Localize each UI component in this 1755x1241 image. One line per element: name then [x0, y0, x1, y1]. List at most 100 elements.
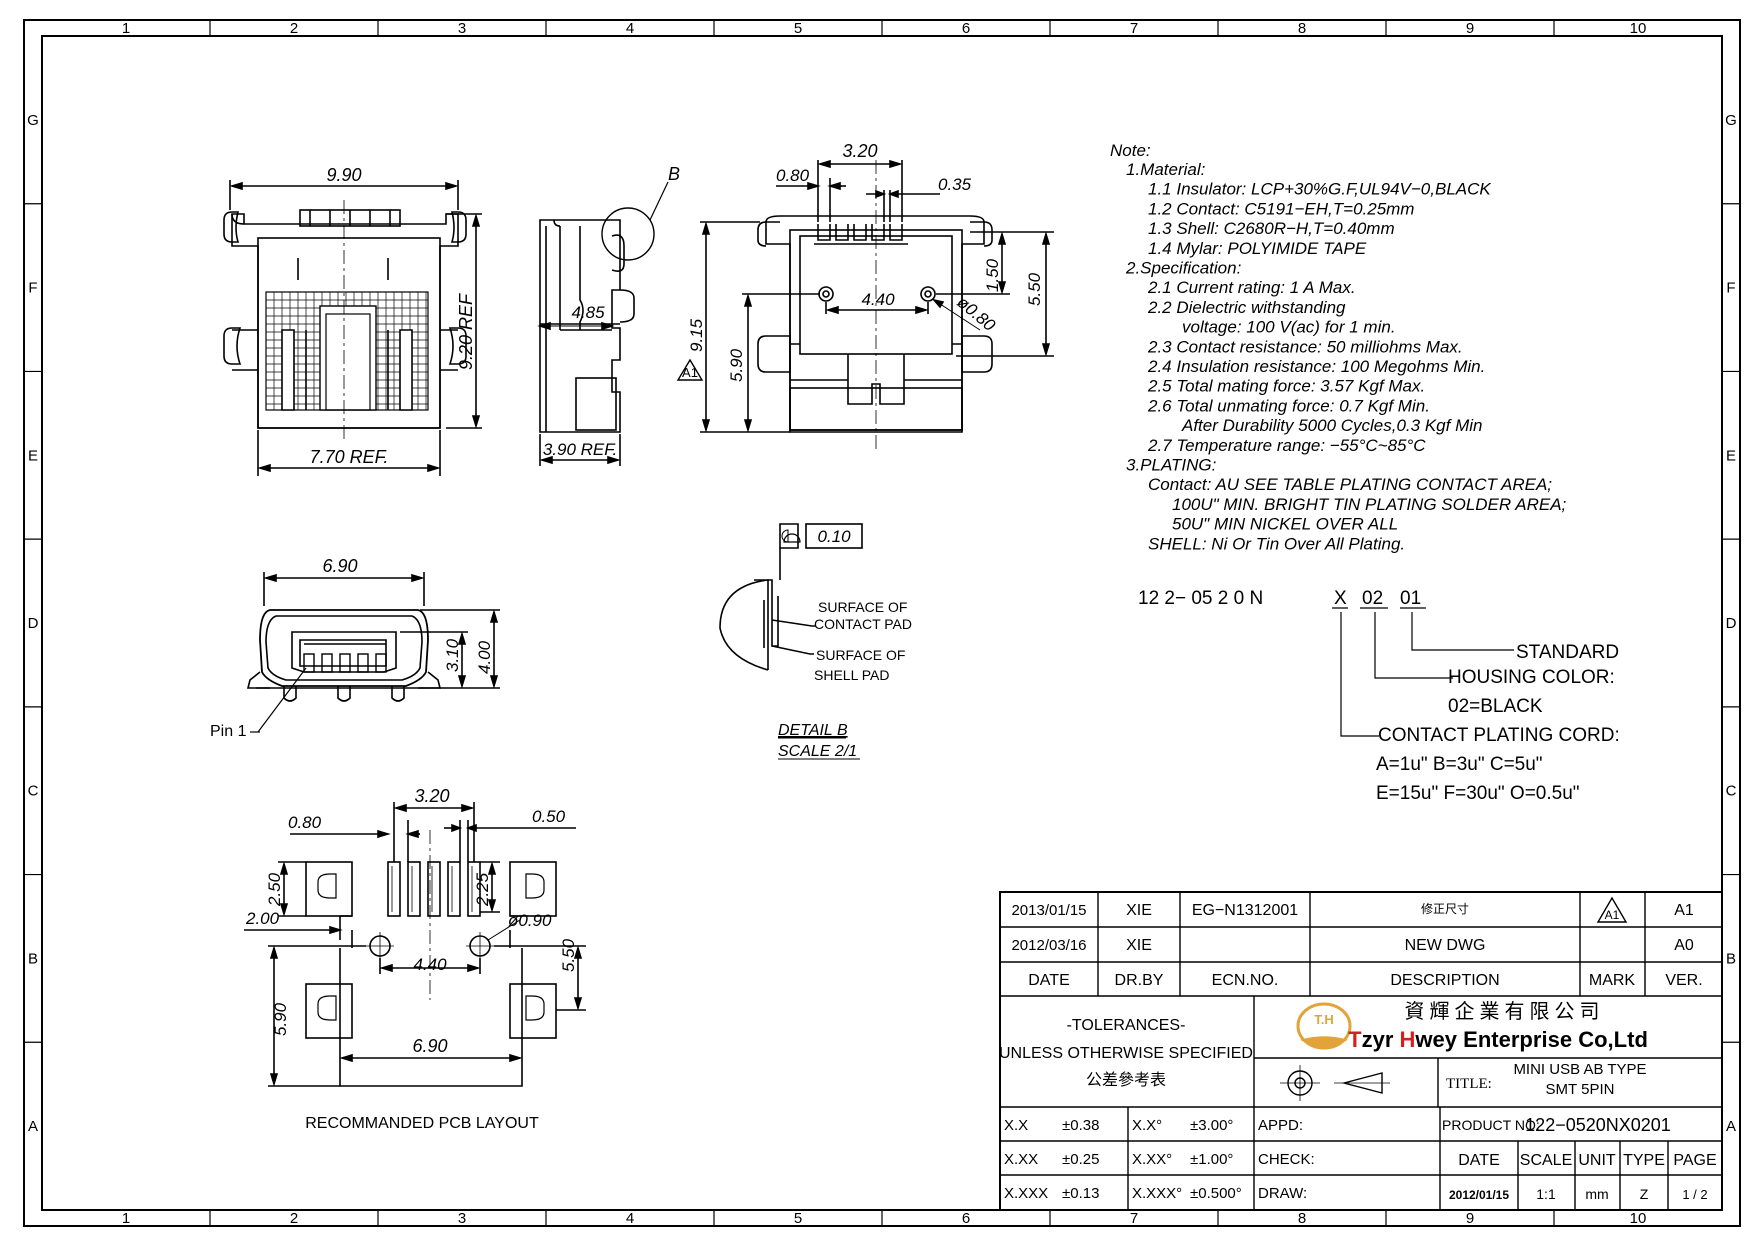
zone-row-label: F — [28, 280, 37, 297]
dim-pcb-post-spacing: 4.40 — [413, 955, 447, 974]
contact-plating-row2: E=15u" F=30u" O=0.5u" — [1376, 783, 1580, 804]
note-line: SHELL: Ni Or Tin Over All Plating. — [1148, 534, 1405, 553]
zone-row-label: B — [1726, 950, 1736, 967]
rev1-by: XIE — [1126, 902, 1152, 919]
rev1-ver: A1 — [1674, 902, 1694, 919]
tolerances-line1: -TOLERANCES- — [1067, 1017, 1186, 1034]
dim-pcb-width: 6.90 — [412, 1036, 447, 1056]
tolerances-line2: UNLESS OTHERWISE SPECIFIED — [999, 1045, 1253, 1062]
zone-col-label: 9 — [1466, 20, 1474, 37]
tolerance-a: X.X — [1004, 1117, 1028, 1134]
dim-pcb-pitch: 3.20 — [414, 786, 449, 806]
zone-row-label: A — [1726, 1118, 1736, 1135]
zone-col-label: 4 — [626, 1210, 634, 1227]
dim-front-pin-w: 0.80 — [776, 166, 810, 185]
zone-row-label: B — [28, 950, 38, 967]
tolerance-av: ±0.38 — [1062, 1117, 1099, 1134]
dim-front-post-h: 1.50 — [983, 258, 1002, 292]
dim-front-post-dia: ø0.80 — [953, 293, 999, 336]
rev-mark-front: A1 — [682, 365, 698, 380]
company-logo-icon: T.H — [1296, 1002, 1352, 1050]
zone-col-label: 8 — [1298, 1210, 1306, 1227]
part-code-x: X — [1334, 588, 1347, 609]
note-line: Contact: AU SEE TABLE PLATING CONTACT AR… — [1148, 475, 1552, 494]
zone-row-label: A — [28, 1118, 38, 1135]
draw-label: DRAW: — [1258, 1185, 1307, 1202]
dim-front-lower-h: 5.90 — [727, 348, 746, 382]
dim-top-bottom: 7.70 REF. — [310, 447, 389, 467]
notes-block: Note: 1.Material:1.1 Insulator: LCP+30%G… — [1110, 141, 1567, 553]
part-code-block: 12 2− 05 2 0 N X 02 01 STANDARD HOUSING … — [1138, 588, 1620, 804]
zone-col-label: 6 — [962, 20, 970, 37]
note-line: 2.Specification: — [1125, 259, 1242, 278]
rev2-date: 2012/03/16 — [1011, 937, 1086, 954]
side-view: B 4.85 3.90 REF. — [537, 164, 680, 466]
zone-col-label: 1 — [122, 1210, 130, 1227]
note-line: 50U" MIN NICKEL OVER ALL — [1172, 515, 1398, 534]
zone-col-label: 3 — [458, 1210, 466, 1227]
top-view: 9.90 9.20 REF 7.70 REF. — [223, 165, 482, 476]
dim-pcb-hole: ø0.90 — [508, 911, 552, 930]
zone-col-label: 8 — [1298, 20, 1306, 37]
note-line: 2.3 Contact resistance: 50 milliohms Max… — [1147, 337, 1463, 356]
dim-pcb-pin-len: 2.25 — [473, 872, 492, 907]
zone-col-label: 1 — [122, 20, 130, 37]
tolerance-bv: ±0.500° — [1190, 1185, 1242, 1202]
zone-col-label: 7 — [1130, 1210, 1138, 1227]
third-angle-projection-icon — [1280, 1065, 1390, 1101]
col-type: TYPE — [1623, 1152, 1665, 1169]
rev2-ver: A0 — [1674, 937, 1694, 954]
dim-pcb-pad-w: 0.80 — [288, 813, 322, 832]
zone-row-label: C — [1726, 783, 1737, 800]
note-line: 2.6 Total unmating force: 0.7 Kgf Min. — [1147, 396, 1430, 415]
hdr-ver: VER. — [1665, 972, 1702, 989]
dim-pcb-post-v: 5.50 — [559, 938, 578, 972]
note-line: 1.3 Shell: C2680R−H,T=0.40mm — [1148, 219, 1395, 238]
housing-color-value: 02=BLACK — [1448, 696, 1543, 717]
rev1-ecn: EG−N1312001 — [1192, 902, 1298, 919]
revision-triangle-icon — [676, 358, 704, 381]
val-unit: mm — [1585, 1186, 1608, 1202]
col-date: DATE — [1458, 1152, 1499, 1169]
val-page: 1 / 2 — [1682, 1187, 1707, 1202]
col-unit: UNIT — [1578, 1152, 1616, 1169]
rev2-by: XIE — [1126, 937, 1152, 954]
detail-contact-2: CONTACT PAD — [814, 616, 912, 632]
tolerances-line3: 公差參考表 — [1086, 1071, 1166, 1089]
rev1-desc: 修正尺寸 — [1421, 901, 1469, 916]
detail-b-callout-label: B — [668, 164, 680, 184]
detail-contact-1: SURFACE OF — [818, 599, 907, 615]
dim-pcb-lower: 5.90 — [271, 1002, 290, 1036]
pin-1-label: Pin 1 — [210, 723, 247, 740]
contact-plating-row1: A=1u" B=3u" C=5u" — [1376, 754, 1543, 775]
title-line2: SMT 5PIN — [1546, 1081, 1615, 1098]
tolerance-a: X.XXX — [1004, 1185, 1048, 1202]
note-line: 2.5 Total mating force: 3.57 Kgf Max. — [1147, 377, 1425, 396]
zone-col-label: 7 — [1130, 20, 1138, 37]
part-code-std: 01 — [1400, 588, 1421, 609]
tolerance-b: X.X° — [1132, 1117, 1162, 1134]
title-block: 2013/01/15 XIE EG−N1312001 修正尺寸 A1 2012/… — [999, 891, 1723, 1211]
zone-col-label: 10 — [1630, 20, 1647, 37]
housing-color-label: HOUSING COLOR: — [1448, 667, 1615, 688]
contact-plating-label: CONTACT PLATING CORD: — [1378, 725, 1620, 746]
detail-b-callout-circle — [601, 207, 655, 261]
pcb-layout-title: RECOMMANDED PCB LAYOUT — [305, 1115, 539, 1132]
zone-row-label: D — [1726, 615, 1737, 632]
note-line: 100U" MIN. BRIGHT TIN PLATING SOLDER ARE… — [1172, 495, 1567, 514]
dim-front-pitch: 3.20 — [842, 141, 877, 161]
detail-shell-2: SHELL PAD — [814, 667, 889, 683]
detail-scale: SCALE 2/1 — [778, 743, 857, 760]
dim-end-h2: 4.00 — [475, 640, 494, 674]
zone-row-label: C — [28, 783, 39, 800]
zone-row-label: E — [1726, 447, 1736, 464]
pcb-layout-view: 3.20 0.80 0.50 2.50 2.25 2.00 ø0.90 4.40… — [244, 786, 586, 1132]
note-line: After Durability 5000 Cycles,0.3 Kgf Min — [1181, 416, 1482, 435]
zone-row-label: G — [1725, 112, 1737, 129]
rev1-date: 2013/01/15 — [1011, 902, 1086, 919]
zone-col-label: 2 — [290, 20, 298, 37]
note-line: 3.PLATING: — [1126, 456, 1217, 475]
note-line: 2.1 Current rating: 1 A Max. — [1147, 278, 1356, 297]
dim-side-bottom: 3.90 REF. — [543, 440, 617, 459]
